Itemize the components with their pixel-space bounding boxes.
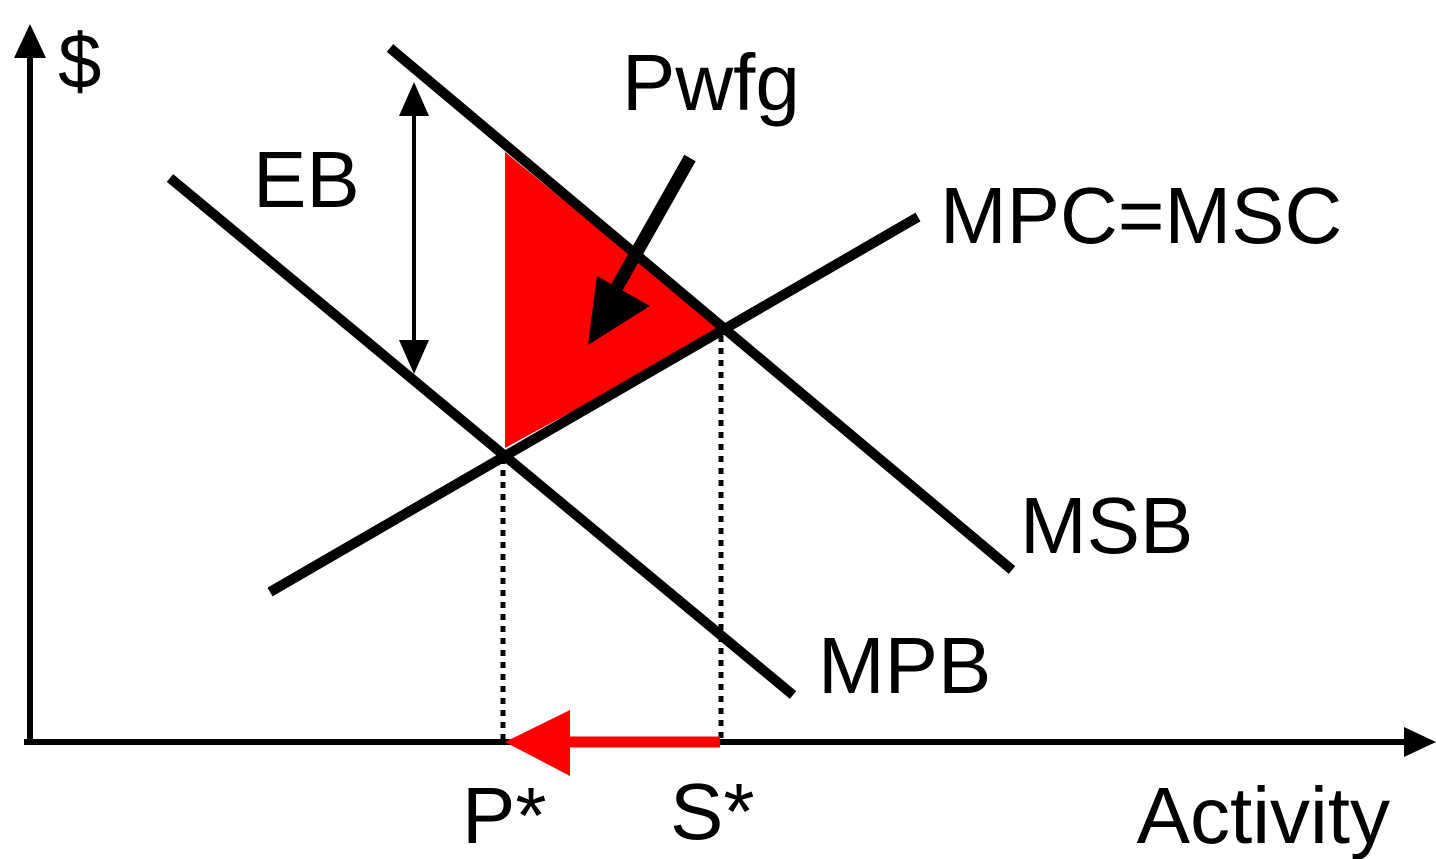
- external-benefit-arrowhead-top: [399, 82, 429, 116]
- external-benefit-arrowhead-bottom: [399, 340, 429, 374]
- social-optimum-label: S*: [670, 767, 755, 856]
- y-axis-arrowhead: [14, 24, 46, 58]
- private-benefit-curve-label: MPB: [818, 621, 991, 710]
- social-benefit-curve-label: MSB: [1020, 481, 1193, 570]
- private-optimum-label: P*: [462, 771, 547, 859]
- external-benefit-label: EB: [253, 135, 360, 224]
- welfare-gain-pointer-arrowhead: [588, 276, 650, 345]
- y-axis-label: $: [58, 17, 101, 105]
- welfare-gain-pointer: [606, 154, 696, 300]
- welfare-gain-label: Pwfg: [622, 38, 800, 127]
- mpc-msc-curve: [267, 212, 921, 597]
- supply-curve-label: MPC=MSC: [940, 171, 1342, 260]
- mpb-curve: [166, 174, 797, 699]
- x-axis-arrowhead: [1404, 727, 1436, 757]
- x-axis-label: Activity: [1137, 771, 1390, 859]
- shift-arrowhead: [505, 710, 570, 776]
- msb-curve: [386, 44, 1016, 574]
